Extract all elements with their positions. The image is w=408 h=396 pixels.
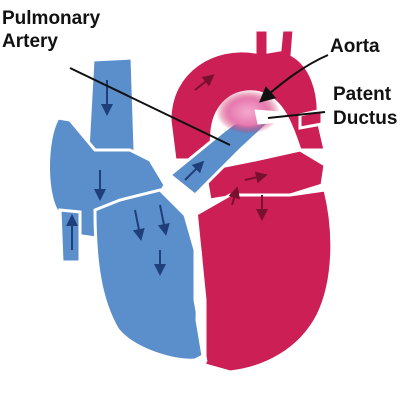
left-ventricle (195, 190, 332, 372)
label-pulmonary-artery-line1: Pulmonary (2, 8, 101, 29)
label-patent-ductus-line1: Patent (333, 84, 392, 105)
label-pulmonary-artery-line2: Artery (2, 31, 58, 52)
label-aorta: Aorta (330, 36, 380, 57)
inferior-vena-cava (60, 210, 80, 262)
label-patent-ductus-line2: Ductus (333, 108, 397, 129)
